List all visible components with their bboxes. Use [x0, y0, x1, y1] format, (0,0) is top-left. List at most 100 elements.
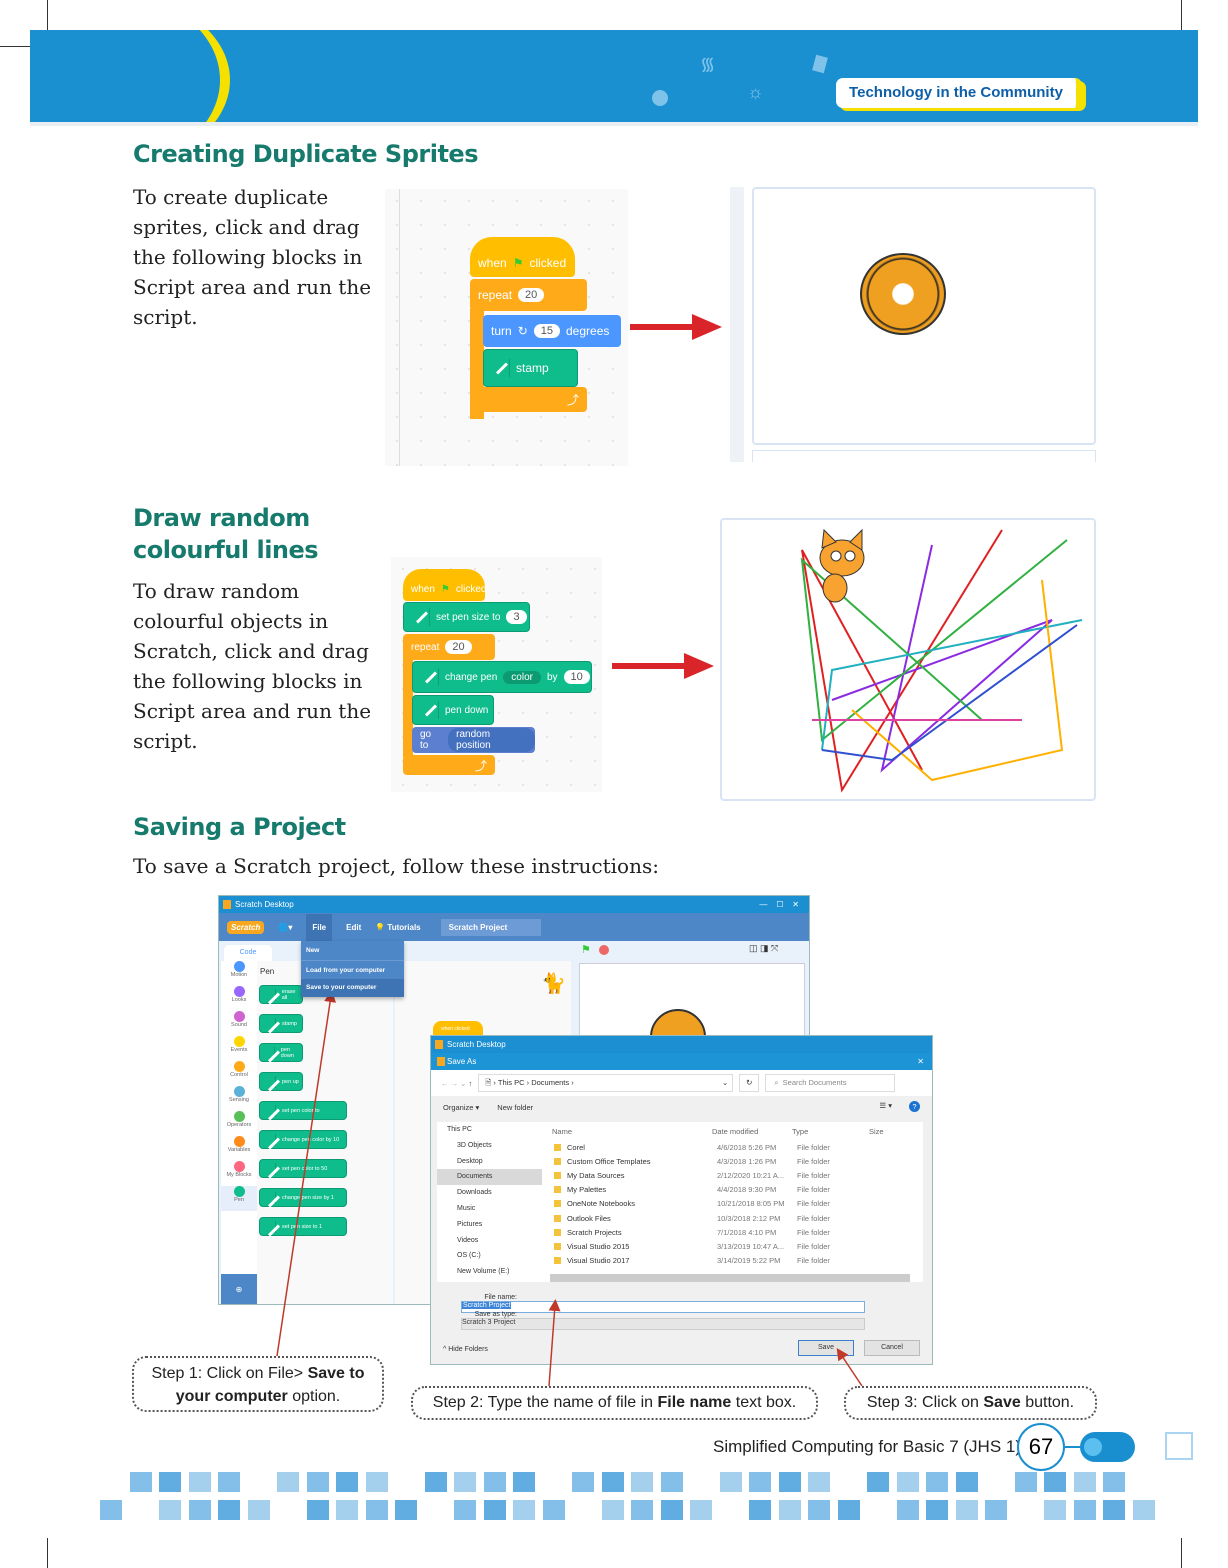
tab-code[interactable]: Code [224, 945, 272, 961]
footer-square [1103, 1472, 1125, 1492]
pen-block[interactable]: change pen size by 1 [259, 1188, 347, 1207]
footer-square [100, 1500, 122, 1520]
nav-item[interactable]: OS (C:) [457, 1252, 481, 1260]
category-sensing[interactable]: Sensing [221, 1086, 257, 1111]
menu-tutorials[interactable]: 💡 Tutorials [375, 922, 421, 932]
menu-item-save-to-computer[interactable]: Save to your computer [301, 979, 404, 997]
file-name-input[interactable]: Scratch Project [461, 1301, 865, 1313]
pen-block[interactable]: stamp [259, 1014, 303, 1033]
pen-icon [421, 668, 439, 686]
category-pen[interactable]: Pen [221, 1186, 257, 1211]
menu-item-new[interactable]: New [306, 947, 320, 954]
hide-folders-button[interactable]: ^ Hide Folders [443, 1346, 488, 1353]
nav-item[interactable]: Documents [437, 1169, 542, 1186]
column-type[interactable]: Type [792, 1126, 809, 1136]
horizontal-scrollbar[interactable] [550, 1274, 910, 1282]
green-flag-icon[interactable]: ⚑ [581, 944, 591, 956]
save-button[interactable]: Save [798, 1340, 854, 1356]
title-bar: Scratch Desktop— ☐ ✕ [219, 896, 809, 913]
search-input[interactable]: ⌕ Search Documents [765, 1074, 896, 1092]
section-title-saving-project: Saving a Project [133, 813, 346, 841]
cancel-button[interactable]: Cancel [864, 1340, 920, 1356]
save-as-dialog: Scratch Desktop Save As✕ ← → ⌄ ↑ 🗎 › Thi… [430, 1035, 933, 1365]
help-icon[interactable]: ? [909, 1101, 920, 1112]
category-my-blocks[interactable]: My Blocks [221, 1161, 257, 1186]
nav-item[interactable]: Downloads [457, 1189, 492, 1197]
footer-square [159, 1500, 181, 1520]
when-flag-clicked-block[interactable]: when clicked [433, 1021, 483, 1036]
pen-block[interactable]: pen down [259, 1043, 303, 1062]
category-sound[interactable]: Sound [221, 1011, 257, 1036]
pen-block[interactable]: pen up [259, 1072, 303, 1091]
footer-square [424, 1472, 447, 1492]
pen-block[interactable]: set pen color to 50 [259, 1159, 347, 1178]
category-control[interactable]: Control [221, 1061, 257, 1086]
category-events[interactable]: Events [221, 1036, 257, 1061]
repeat-end: ⤴ [403, 755, 495, 775]
globe-icon[interactable]: 🌐▾ [278, 922, 293, 932]
when-flag-clicked-block[interactable]: when⚑clicked [470, 237, 575, 277]
stage-size-buttons[interactable]: ◫ ◨ ⤧ [749, 943, 779, 953]
organize-button[interactable]: Organize ▾ [443, 1102, 480, 1112]
menu-file[interactable]: File [306, 913, 333, 941]
pen-down-block[interactable]: pen down [412, 695, 494, 725]
nav-item[interactable]: Pictures [457, 1220, 483, 1228]
section-text: To create duplicate sprites, click and d… [133, 185, 372, 329]
view-options-icon[interactable]: ☰ ▾ [879, 1101, 892, 1110]
nav-item[interactable]: Videos [457, 1236, 479, 1244]
folder-icon [554, 1242, 561, 1250]
footer-square [749, 1500, 771, 1520]
stage-scrollbar[interactable] [730, 187, 744, 462]
refresh-icon[interactable]: ↻ [739, 1074, 760, 1092]
add-extension-button[interactable]: ⊕ [221, 1274, 257, 1304]
nav-arrows[interactable]: ← → ⌄ ↑ [441, 1078, 473, 1088]
nav-item[interactable]: 3D Objects [457, 1141, 492, 1149]
nav-item[interactable]: Desktop [457, 1157, 483, 1165]
when-flag-clicked-block[interactable]: when⚑clicked [403, 569, 486, 601]
project-title-input[interactable]: Scratch Project [440, 918, 541, 936]
column-size[interactable]: Size [869, 1126, 884, 1136]
repeat-end: ⤴ [470, 387, 587, 412]
nav-item[interactable]: Music [457, 1204, 476, 1212]
category-looks[interactable]: Looks [221, 986, 257, 1011]
menu-item-load[interactable]: Load from your computer [301, 960, 404, 979]
category-variables[interactable]: Variables [221, 1136, 257, 1161]
menu-edit[interactable]: Edit [346, 922, 362, 932]
pen-block[interactable]: set pen color to [259, 1101, 347, 1120]
close-icon[interactable]: ✕ [917, 1057, 924, 1066]
pen-block[interactable]: change pen color by 10 [259, 1130, 347, 1149]
breadcrumb[interactable]: 🗎 › This PC › Documents ›⌄ [478, 1074, 734, 1092]
pen-block[interactable]: set pen size to 1 [259, 1217, 347, 1236]
window-controls[interactable]: — ☐ ✕ [759, 900, 799, 909]
nav-item[interactable]: This PC [447, 1126, 472, 1133]
footer-square [188, 1500, 211, 1520]
save-as-type-select[interactable]: Scratch 3 Project [461, 1318, 865, 1330]
category-motion[interactable]: Motion [221, 961, 257, 986]
stop-icon[interactable] [599, 945, 609, 955]
command-bar: Organize ▾ New folder ☰ ▾ ? [431, 1096, 932, 1118]
nav-item[interactable]: New Volume (E:) [457, 1268, 510, 1276]
column-date[interactable]: Date modified [712, 1126, 759, 1136]
column-name[interactable]: Name [552, 1126, 573, 1136]
new-folder-button[interactable]: New folder [497, 1102, 534, 1112]
stamp-block[interactable]: stamp [483, 349, 578, 387]
pen-icon [264, 1075, 276, 1088]
category-operators[interactable]: Operators [221, 1111, 257, 1136]
pen-block[interactable]: erase all [259, 985, 303, 1004]
